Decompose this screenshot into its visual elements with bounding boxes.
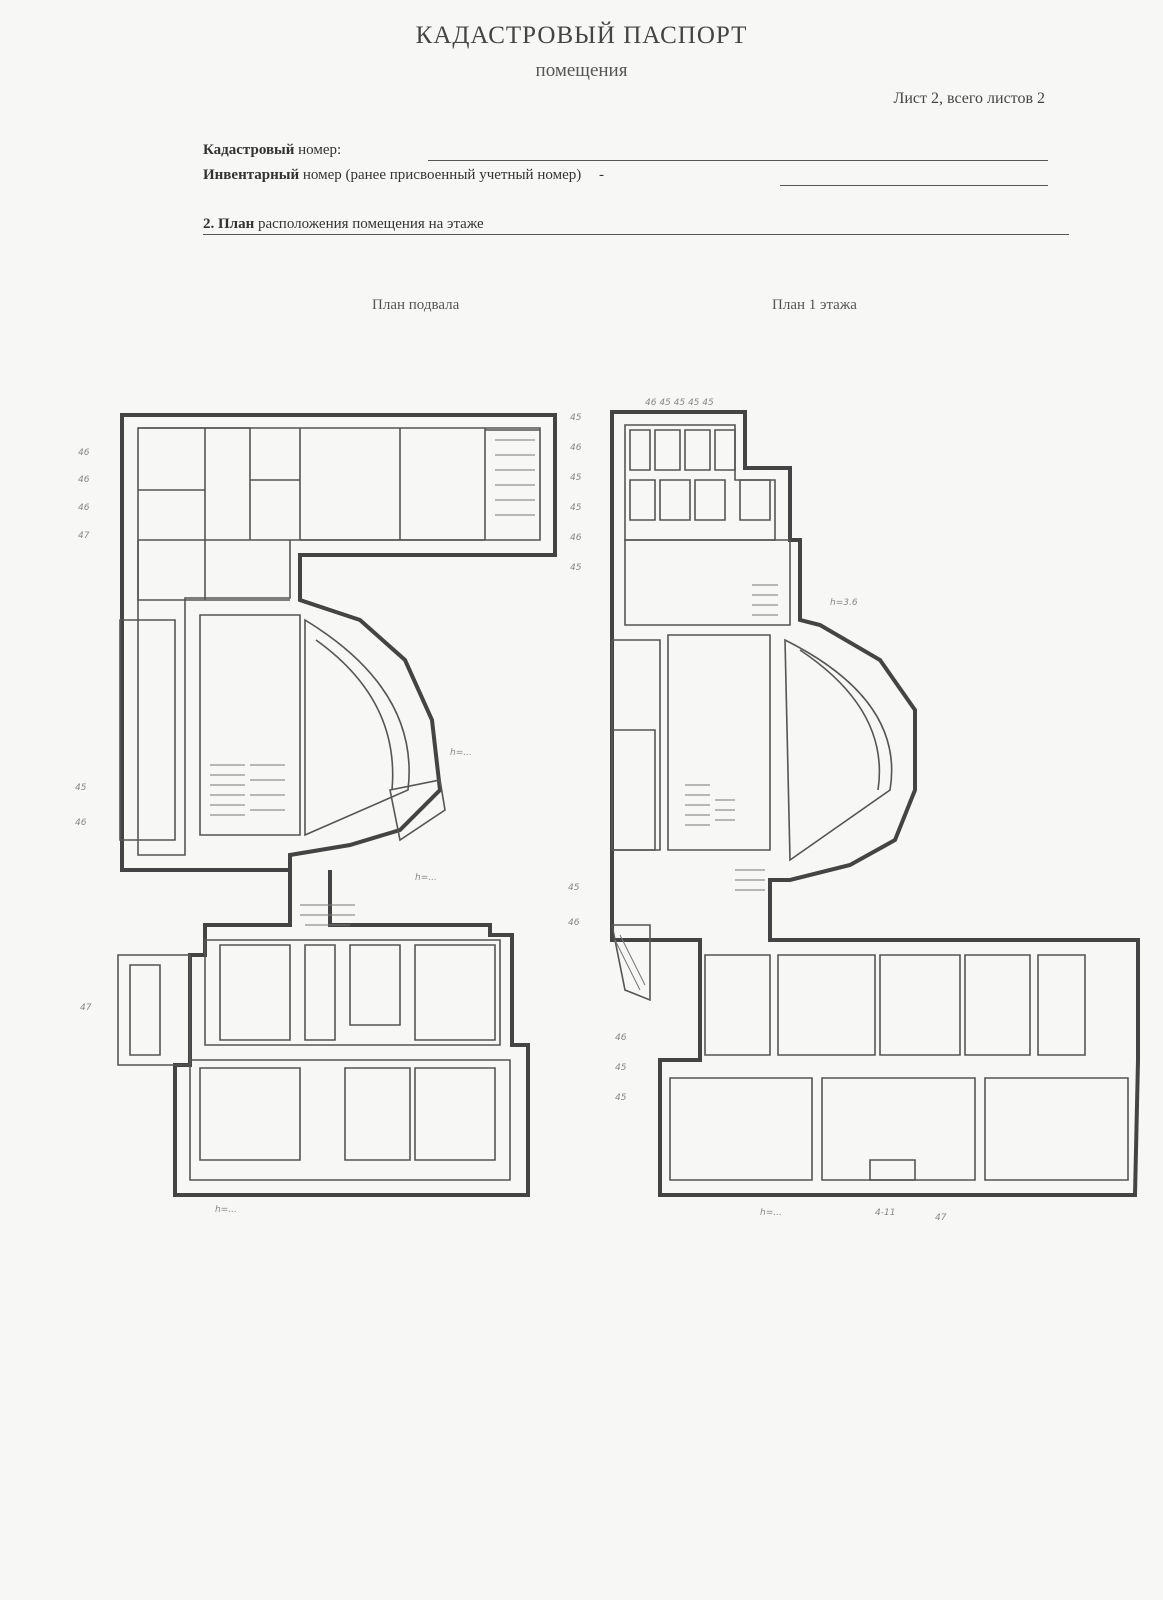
section-underline [203, 234, 1069, 235]
svg-text:46: 46 [568, 918, 580, 928]
svg-text:46: 46 [570, 533, 582, 543]
svg-text:46: 46 [78, 503, 90, 513]
cadastral-label-rest: номер: [294, 142, 342, 158]
svg-text:47: 47 [935, 1213, 947, 1223]
svg-text:h=3.6: h=3.6 [830, 598, 858, 608]
inventory-value: - [598, 167, 604, 183]
first-floor-plan-caption: План 1 этажа [772, 297, 857, 313]
svg-text:45: 45 [615, 1063, 627, 1073]
cadastral-label-bold: Кадастровый [203, 142, 295, 158]
svg-text:h=...: h=... [215, 1205, 237, 1215]
svg-text:4-11: 4-11 [875, 1208, 895, 1218]
document-subtitle: помещения [535, 60, 628, 81]
cadastral-underline [428, 160, 1048, 161]
svg-text:45: 45 [568, 883, 580, 893]
basement-plan-caption: План подвала [372, 297, 460, 313]
svg-text:47: 47 [80, 1003, 92, 1013]
section-bold: План [214, 216, 255, 232]
section-number: 2. [203, 216, 215, 232]
svg-text:46: 46 [615, 1033, 627, 1043]
svg-text:h=...: h=... [760, 1208, 782, 1218]
svg-text:45: 45 [75, 783, 87, 793]
svg-text:45: 45 [570, 473, 582, 483]
cadastral-number-field: Кадастровый номер: [203, 142, 341, 159]
svg-text:45: 45 [615, 1093, 627, 1103]
inventory-underline [780, 185, 1048, 186]
svg-text:45: 45 [570, 503, 582, 513]
svg-text:46: 46 [78, 448, 90, 458]
svg-text:46: 46 [78, 475, 90, 485]
inventory-number-field: Инвентарный номер (ранее присвоенный уче… [203, 167, 604, 184]
svg-text:45: 45 [570, 413, 582, 423]
svg-text:46 45 45 45 45: 46 45 45 45 45 [645, 398, 714, 408]
inventory-label-bold: Инвентарный [203, 167, 300, 183]
section-heading: 2. План расположения помещения на этаже [203, 216, 484, 233]
svg-text:46: 46 [570, 443, 582, 453]
svg-text:47: 47 [78, 531, 90, 541]
section-rest: расположения помещения на этаже [254, 216, 484, 232]
svg-text:h=...: h=... [415, 873, 437, 883]
svg-text:h=...: h=... [450, 748, 472, 758]
svg-text:46: 46 [75, 818, 87, 828]
sheet-number: Лист 2, всего листов 2 [893, 90, 1045, 107]
inventory-label-rest: номер (ранее присвоенный учетный номер) [299, 167, 582, 183]
document-title: КАДАСТРОВЫЙ ПАСПОРТ [415, 22, 748, 49]
svg-text:45: 45 [570, 563, 582, 573]
